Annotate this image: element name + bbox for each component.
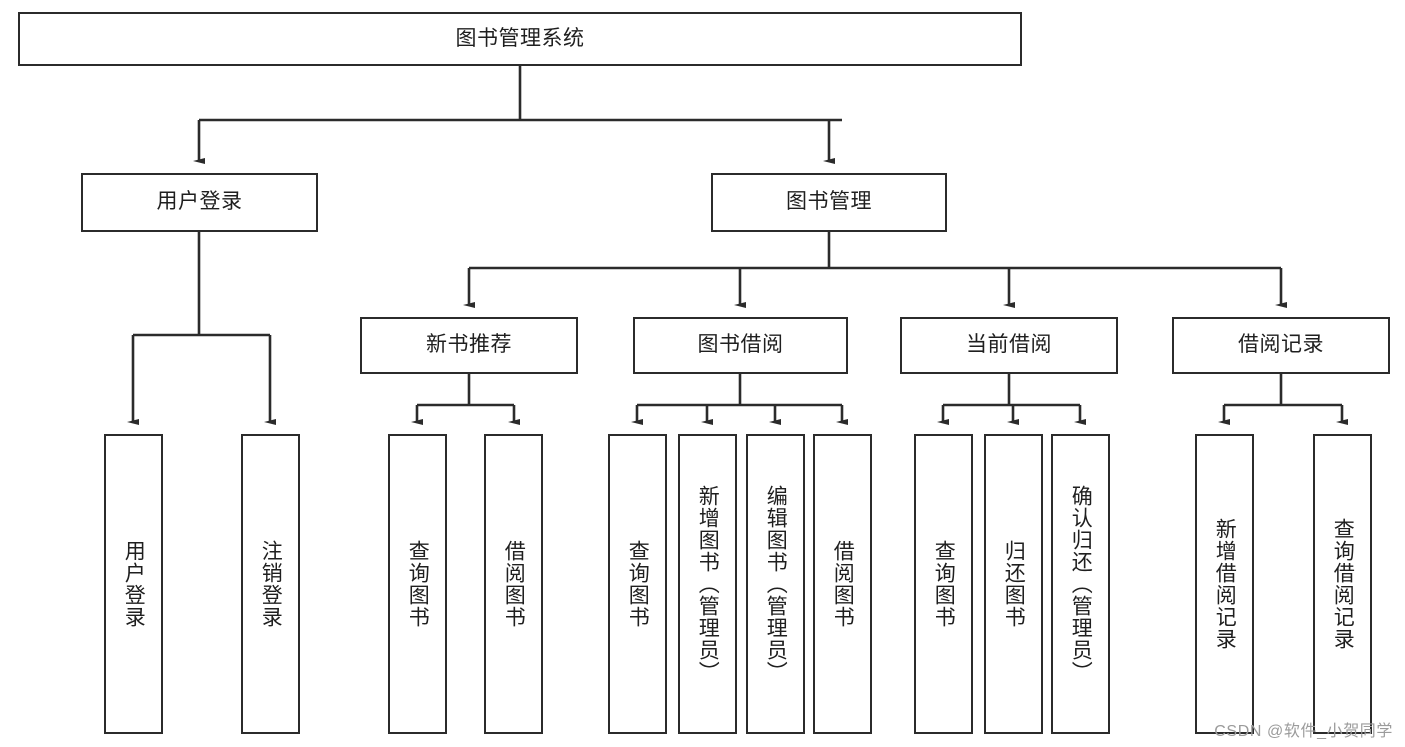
- leaf-add-book[interactable]: 新增图书（管理员）: [678, 434, 737, 734]
- leaf-query-book-1[interactable]: 查询图书: [388, 434, 447, 734]
- leaf-confirm-return[interactable]: 确认归还（管理员）: [1051, 434, 1110, 734]
- leaf-borrow-book-2-label: 借阅图书: [831, 540, 855, 628]
- node-book-borrow[interactable]: 图书借阅: [633, 317, 848, 374]
- node-book-management-label: 图书管理: [786, 190, 872, 214]
- leaf-borrow-book-2[interactable]: 借阅图书: [813, 434, 872, 734]
- node-book-borrow-label: 图书借阅: [697, 333, 784, 357]
- leaf-query-record-label: 查询借阅记录: [1331, 518, 1355, 650]
- node-root[interactable]: 图书管理系统: [18, 12, 1022, 66]
- watermark: CSDN @软件_小贺同学: [1214, 723, 1393, 740]
- leaf-borrow-book-1-label: 借阅图书: [502, 540, 526, 628]
- leaf-edit-book-label: 编辑图书（管理员）: [764, 485, 788, 683]
- node-borrow-record[interactable]: 借阅记录: [1172, 317, 1390, 374]
- node-user-login[interactable]: 用户登录: [81, 173, 318, 232]
- leaf-query-book-1-label: 查询图书: [406, 540, 430, 628]
- leaf-query-book-2-label: 查询图书: [626, 540, 650, 628]
- node-user-login-label: 用户登录: [156, 190, 243, 214]
- leaf-edit-book[interactable]: 编辑图书（管理员）: [746, 434, 805, 734]
- leaf-query-book-3-label: 查询图书: [932, 540, 956, 628]
- leaf-return-book[interactable]: 归还图书: [984, 434, 1043, 734]
- node-current-borrow[interactable]: 当前借阅: [900, 317, 1118, 374]
- leaf-user-login[interactable]: 用户登录: [104, 434, 163, 734]
- leaf-add-book-label: 新增图书（管理员）: [696, 485, 720, 683]
- leaf-borrow-book-1[interactable]: 借阅图书: [484, 434, 543, 734]
- leaf-logout[interactable]: 注销登录: [241, 434, 300, 734]
- node-root-label: 图书管理系统: [455, 26, 585, 50]
- leaf-query-book-2[interactable]: 查询图书: [608, 434, 667, 734]
- node-new-book-recommend-label: 新书推荐: [426, 333, 512, 357]
- node-new-book-recommend[interactable]: 新书推荐: [360, 317, 578, 374]
- leaf-add-record-label: 新增借阅记录: [1213, 518, 1237, 650]
- node-current-borrow-label: 当前借阅: [966, 333, 1052, 357]
- leaf-confirm-return-label: 确认归还（管理员）: [1069, 485, 1093, 683]
- leaf-query-record[interactable]: 查询借阅记录: [1313, 434, 1372, 734]
- leaf-user-login-label: 用户登录: [122, 540, 146, 628]
- leaf-query-book-3[interactable]: 查询图书: [914, 434, 973, 734]
- node-borrow-record-label: 借阅记录: [1238, 333, 1324, 357]
- node-book-management[interactable]: 图书管理: [711, 173, 947, 232]
- leaf-add-record[interactable]: 新增借阅记录: [1195, 434, 1254, 734]
- leaf-return-book-label: 归还图书: [1002, 540, 1026, 628]
- leaf-logout-label: 注销登录: [259, 540, 283, 628]
